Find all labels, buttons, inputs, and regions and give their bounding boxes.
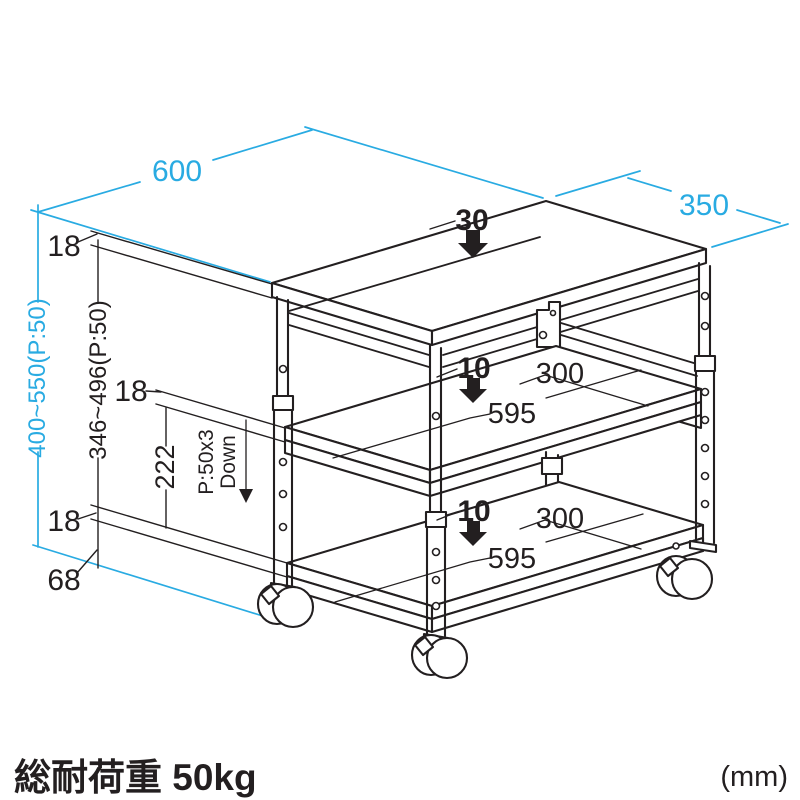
width-label: 600	[152, 155, 202, 188]
pitch-note-line1: P:50x3	[195, 429, 218, 494]
shelf2-thickness-value: 10	[457, 495, 490, 528]
bottom-shelf-thickness-label: 18	[47, 505, 80, 538]
down-arrow-icon	[459, 378, 487, 403]
down-arrow-icon	[458, 230, 488, 258]
caster-left	[256, 582, 315, 629]
top-board-arrow-value: 30	[455, 204, 488, 237]
depth-label: 350	[679, 189, 729, 222]
down-arrow-icon	[459, 521, 487, 546]
inner-height-label: 346~496(P:50)	[85, 300, 112, 459]
unit-label: (mm)	[720, 761, 788, 793]
upper-frame	[288, 236, 699, 377]
height-range-label: 400~550(P:50)	[24, 298, 51, 457]
top-board-thickness-label: 18	[47, 230, 80, 263]
tabletop	[270, 199, 708, 347]
shelf-annotations	[332, 220, 649, 603]
shelf2-depth-label: 300	[536, 503, 584, 535]
shelf1-depth-label: 300	[536, 358, 584, 390]
caster-front	[410, 633, 469, 680]
shelf2-width-label: 595	[488, 543, 536, 575]
overall-dimension-lines	[30, 126, 789, 618]
left-leg	[269, 295, 297, 596]
load-capacity-label: 総耐荷重 50kg	[14, 757, 257, 798]
pitch-note-line2: Down	[217, 435, 240, 489]
caster-right	[655, 554, 714, 601]
caster-clearance-label: 68	[47, 564, 80, 597]
cart-drawing	[256, 199, 718, 680]
right-leg	[688, 261, 718, 554]
shelf1-width-label: 595	[488, 398, 536, 430]
back-leg	[535, 300, 562, 349]
shelf1-thickness-value: 10	[457, 352, 490, 385]
down-arrow-icon	[239, 489, 253, 503]
labels: 600 350 400~550(P:50) 346~496(P:50) 18 1…	[14, 155, 788, 798]
detail-dimension-lines	[76, 230, 288, 578]
lower-opening-label: 222	[150, 444, 180, 489]
middle-shelf-thickness-label: 18	[114, 375, 147, 408]
